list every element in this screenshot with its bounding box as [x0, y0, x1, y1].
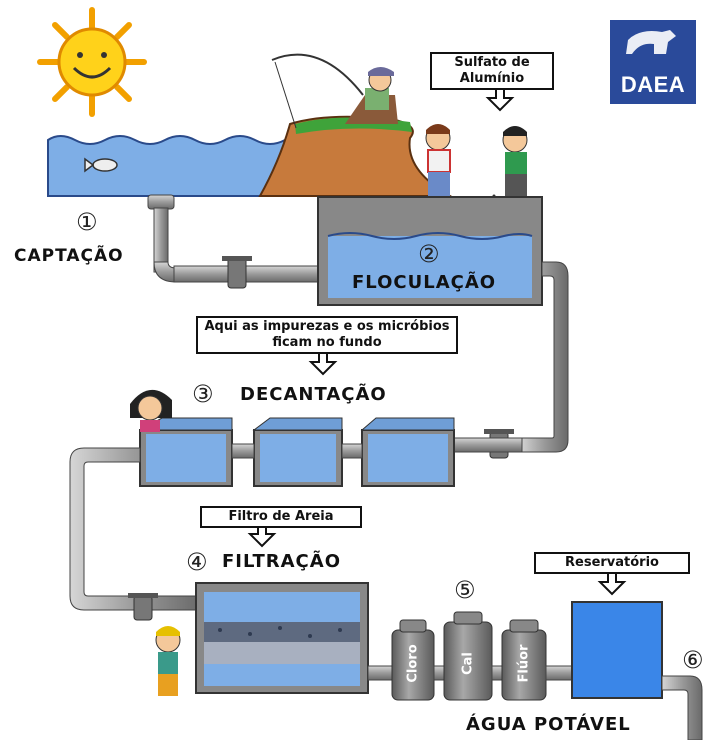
- sun-icon: [37, 7, 147, 117]
- river: [47, 135, 302, 197]
- step-label-filtracao: FILTRAÇÃO: [222, 551, 341, 572]
- hill: [258, 115, 454, 197]
- callout-filtro-areia: Filtro de Areia: [200, 506, 362, 528]
- boy: [155, 626, 181, 696]
- tank-label-cal: Cal: [460, 652, 476, 675]
- step-label-agua-potavel: ÁGUA POTÁVEL: [466, 714, 631, 735]
- chemical-tanks: [367, 611, 573, 701]
- valve-icon: [128, 593, 158, 621]
- step-number-1: ①: [76, 208, 98, 236]
- logo-text: DAEA: [620, 72, 686, 97]
- step-number-4: ④: [186, 548, 208, 576]
- decantation-tanks: [139, 417, 455, 487]
- step-label-floculacao: FLOCULAÇÃO: [352, 272, 497, 293]
- logo-mark: [626, 30, 676, 54]
- callout-sulfato: Sulfato de Alumínio: [430, 52, 554, 90]
- step-number-3: ③: [192, 380, 214, 408]
- tank-label-fluor: Flúor: [516, 644, 532, 683]
- tank-label-cloro: Cloro: [405, 644, 421, 683]
- girl: [130, 389, 172, 432]
- step-number-5: ⑤: [454, 576, 476, 604]
- step-number-2: ②: [418, 240, 440, 268]
- step-label-decantacao: DECANTAÇÃO: [240, 384, 387, 405]
- fisherman: [271, 53, 398, 129]
- filtration-tank: [195, 582, 369, 694]
- fish-icon: [84, 157, 118, 173]
- child-left: [425, 124, 451, 198]
- step-label-captacao: CAPTAÇÃO: [14, 246, 124, 266]
- child-right: [502, 126, 528, 198]
- callout-reservatorio: Reservatório: [534, 552, 690, 574]
- reservoir: [571, 601, 703, 740]
- daea-logo: DAEA: [610, 20, 696, 104]
- valve-icon: [222, 256, 252, 289]
- step-number-6: ⑥: [682, 646, 704, 674]
- callout-impurezas: Aqui as impurezas e os micróbios ficam n…: [196, 316, 458, 354]
